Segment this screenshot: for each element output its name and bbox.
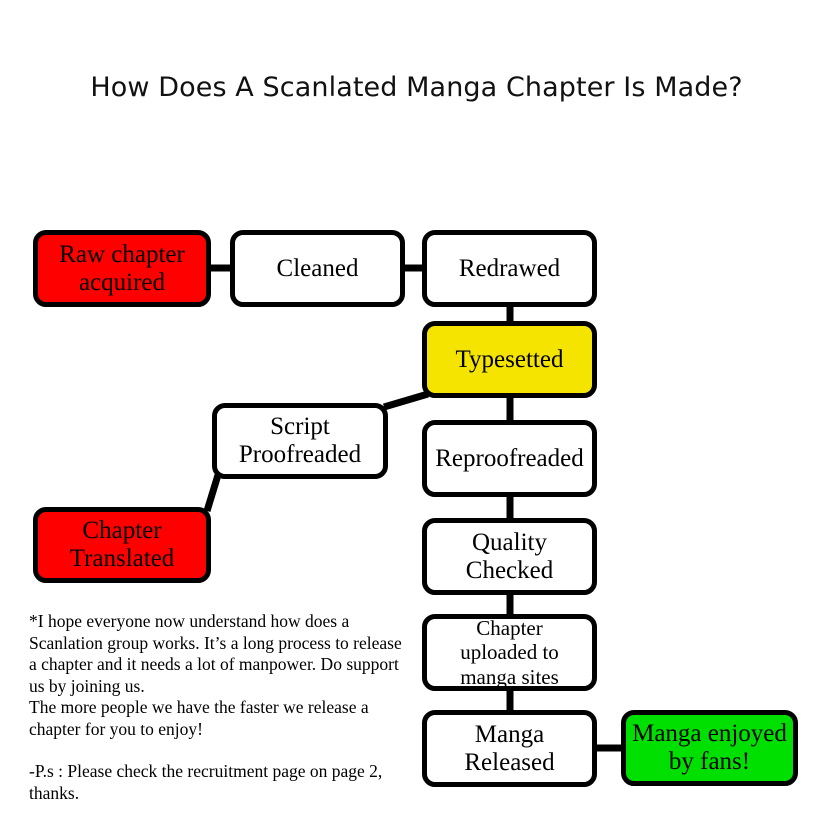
flow-node-label: Typesetted — [455, 345, 564, 373]
flow-node-cleaned[interactable]: Cleaned — [230, 230, 405, 307]
footnote-paragraph-1: *I hope everyone now understand how does… — [29, 611, 402, 696]
footnote-paragraph-3: -P.s : Please check the recruitment page… — [29, 761, 383, 803]
flow-node-label: Cleaned — [276, 254, 359, 282]
footnote-spacer — [29, 740, 411, 761]
footnote-paragraph-2: The more people we have the faster we re… — [29, 697, 369, 739]
footnote-block: *I hope everyone now understand how does… — [29, 611, 411, 804]
flow-node-label: Reproofreaded — [435, 444, 584, 472]
flow-node-reproofreaded[interactable]: Reproofreaded — [422, 420, 597, 497]
flow-node-typesetted[interactable]: Typesetted — [422, 321, 597, 398]
flow-node-label: Redrawed — [458, 254, 561, 282]
flow-node-redrawed[interactable]: Redrawed — [422, 230, 597, 307]
edge-script-to-translated — [203, 473, 222, 513]
page-title: How Does A Scanlated Manga Chapter Is Ma… — [90, 72, 743, 103]
edge-typesetted-to-script — [383, 390, 429, 411]
